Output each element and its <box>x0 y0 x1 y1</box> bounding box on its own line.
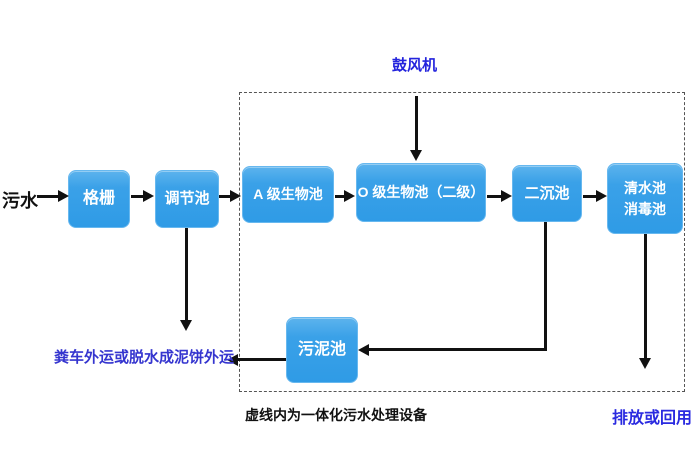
node-secondary-sedimentation-tank-label: 二沉池 <box>524 184 570 202</box>
node-o-bio-tank-label: O 级生物池（二级） <box>357 184 485 201</box>
node-secondary-sedimentation-tank: 二沉池 <box>512 165 582 222</box>
node-a-bio-tank: A 级生物池 <box>242 166 334 223</box>
node-a-bio-tank-label: A 级生物池 <box>253 186 323 203</box>
node-clear-water-disinfection-tank: 清水池 消毒池 <box>607 163 683 234</box>
node-regulating-tank-label: 调节池 <box>164 190 210 208</box>
node-clear-water-tank-line1: 清水池 <box>624 180 666 197</box>
enclosure-note-label: 虚线内为一体化污水处理设备 <box>245 407 427 423</box>
node-grid-label: 格栅 <box>82 190 115 208</box>
node-clear-water-tank-line2: 消毒池 <box>624 200 666 217</box>
node-sludge-tank-label: 污泥池 <box>297 341 346 359</box>
node-sludge-tank: 污泥池 <box>286 317 358 383</box>
integrated-equipment-dashed-boundary <box>239 92 685 392</box>
node-o-bio-tank: O 级生物池（二级） <box>356 163 486 222</box>
influent-label: 污水 <box>2 191 38 211</box>
discharge-label: 排放或回用 <box>612 410 693 427</box>
node-regulating-tank: 调节池 <box>155 170 219 228</box>
sludge-disposal-label: 粪车外运或脱水成泥饼外运 <box>54 349 235 366</box>
blower-label: 鼓风机 <box>392 57 438 74</box>
node-grid: 格栅 <box>68 170 130 228</box>
